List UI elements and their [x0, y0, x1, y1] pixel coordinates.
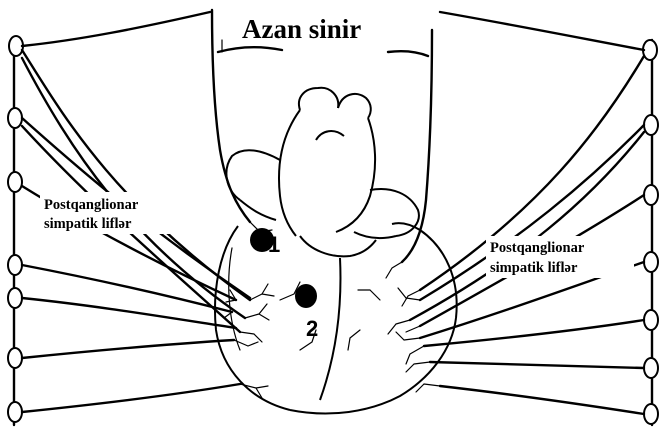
- left-ganglion: [8, 108, 22, 128]
- right-sympathetic-chain: [643, 40, 658, 425]
- vagus-nerves: [212, 10, 432, 262]
- right-ganglion: [644, 185, 658, 205]
- right-postganglionic-fibers: [410, 12, 644, 414]
- node-2-label: 2: [306, 316, 318, 341]
- right-ganglion: [644, 115, 658, 135]
- title: Azan sinir: [242, 14, 361, 44]
- heart-outline: [215, 88, 457, 414]
- right-label-line2: simpatik liflər: [490, 260, 578, 276]
- right-label-line1: Postqanglionar: [490, 240, 585, 256]
- left-ganglion: [8, 288, 22, 308]
- left-label-line1: Postqanglionar: [44, 197, 139, 213]
- left-sympathetic-chain: [8, 36, 23, 425]
- right-ganglion: [644, 252, 658, 272]
- node-1-label: 1: [268, 232, 280, 257]
- left-ganglion: [8, 172, 22, 192]
- right-ganglion: [644, 404, 658, 424]
- left-ganglion: [8, 255, 22, 275]
- right-ganglion: [644, 358, 658, 378]
- left-ganglion: [8, 402, 22, 422]
- right-ganglion: [644, 310, 658, 330]
- left-ganglion: [8, 348, 22, 368]
- left-label-line2: simpatik liflər: [44, 216, 132, 232]
- node-2-marker: [295, 284, 317, 308]
